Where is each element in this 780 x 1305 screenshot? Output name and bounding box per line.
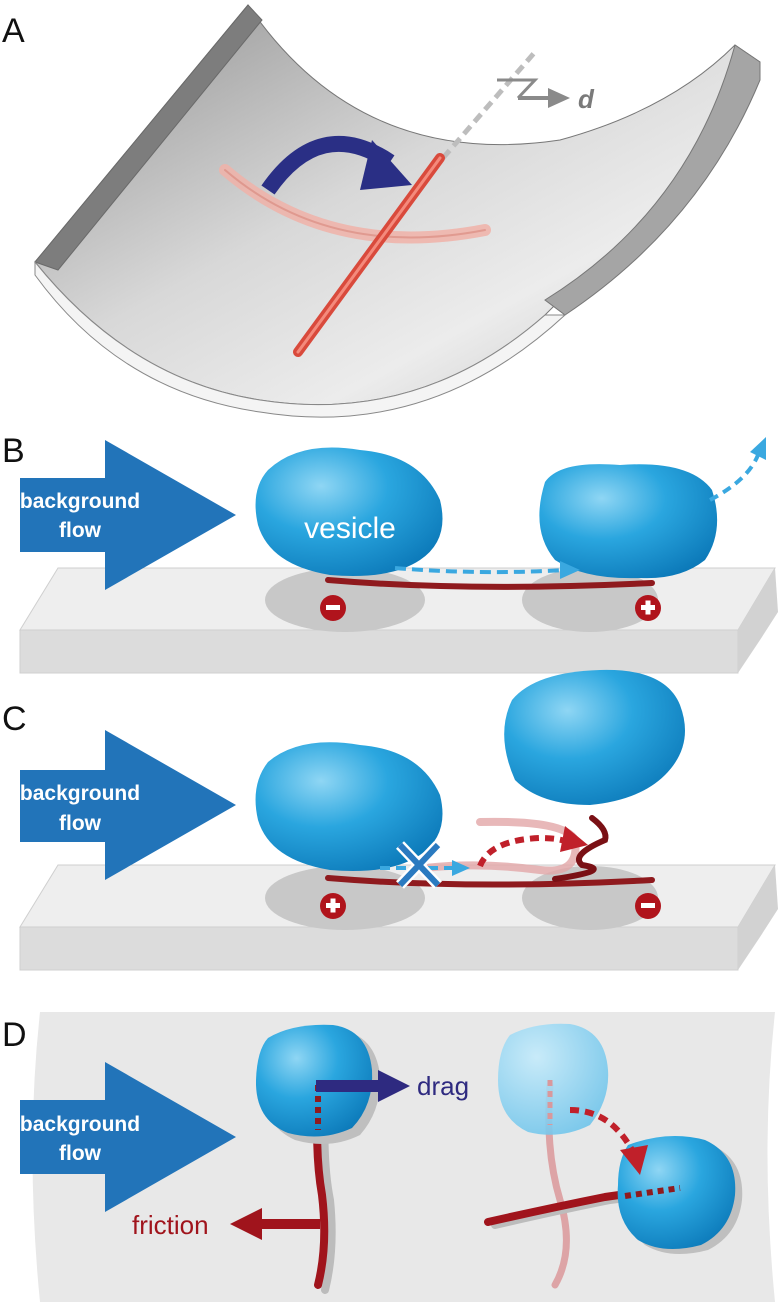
vesicle-d2-ghost bbox=[498, 1023, 609, 1135]
flow-label-d-line2: flow bbox=[59, 1142, 102, 1165]
vesicle-c1 bbox=[255, 742, 443, 871]
walking-arrow bbox=[394, 566, 566, 575]
background-flow-arrow-c bbox=[20, 730, 236, 880]
walking-arrowhead bbox=[560, 561, 580, 579]
background-flow-arrow bbox=[20, 440, 236, 590]
drag-label: drag bbox=[417, 1071, 469, 1101]
flow-label-line2: flow bbox=[59, 519, 102, 542]
displacement-label: d bbox=[578, 84, 595, 114]
block-x-icon bbox=[396, 841, 442, 889]
displacement-arrowhead bbox=[548, 88, 570, 108]
microtubule-c bbox=[325, 875, 655, 888]
axis-dashed-line bbox=[441, 50, 537, 160]
panel-c-label: C bbox=[2, 700, 27, 738]
vesicle-label: vesicle bbox=[304, 512, 396, 545]
plus-end-marker bbox=[635, 595, 661, 621]
drag-arrowhead bbox=[378, 1070, 410, 1102]
panel-a: A d bbox=[2, 4, 761, 418]
vesicle-shadow-c2 bbox=[522, 866, 658, 930]
microtubule-buckle bbox=[552, 815, 609, 882]
background-flow-arrow-d bbox=[20, 1062, 236, 1212]
substrate-end bbox=[738, 568, 778, 673]
curved-sheet bbox=[34, 4, 761, 406]
vesicle-2 bbox=[539, 464, 718, 579]
panel-c: C background flow bbox=[2, 669, 778, 971]
panel-a-label: A bbox=[2, 12, 25, 50]
microtubule bbox=[325, 577, 655, 590]
vesicle-shadow-1 bbox=[265, 568, 425, 632]
flow-label-d-line1: background bbox=[20, 1113, 140, 1136]
rotation-arrowhead bbox=[360, 140, 412, 190]
substrate-front-c bbox=[19, 926, 739, 971]
detach-arrow bbox=[709, 454, 760, 502]
vesicle-shadow-c1 bbox=[265, 866, 425, 930]
vesicle-d1 bbox=[255, 1024, 373, 1137]
sheet-left-edge bbox=[34, 4, 263, 271]
panel-b-label: B bbox=[2, 432, 25, 470]
buckle-arrow bbox=[477, 834, 575, 868]
displacement-arrowhead-d bbox=[620, 1145, 648, 1175]
flow-label-c-line1: background bbox=[20, 782, 140, 805]
microtubule-ghost bbox=[421, 817, 580, 875]
minus-end-marker-c bbox=[635, 893, 661, 919]
vesicle-c2 bbox=[504, 669, 685, 805]
displacement-arrow-d bbox=[569, 1107, 635, 1152]
buckle-arrowhead bbox=[560, 826, 588, 852]
vesicle-1 bbox=[255, 447, 443, 576]
flow-label-line1: background bbox=[20, 490, 140, 513]
friction-label: friction bbox=[132, 1210, 209, 1240]
panel-b: B background flow vesicle bbox=[2, 432, 778, 674]
panel-d-label: D bbox=[2, 1016, 27, 1054]
sheet-bottom-face bbox=[34, 260, 567, 418]
minus-end-marker bbox=[320, 595, 346, 621]
microtubule-inside-right bbox=[624, 1185, 681, 1199]
vesicle-d2 bbox=[617, 1136, 736, 1249]
blocked-arrowhead bbox=[452, 860, 470, 876]
substrate-end-c bbox=[738, 865, 778, 970]
plus-end-marker-c bbox=[320, 893, 346, 919]
panel-d: D background flow drag friction bbox=[2, 1012, 775, 1302]
detach-arrowhead bbox=[750, 437, 766, 460]
curved-rod-ghost-outline bbox=[224, 169, 486, 239]
substrate-front bbox=[19, 629, 739, 674]
flow-label-c-line2: flow bbox=[59, 812, 102, 835]
straight-rod-highlight bbox=[296, 156, 442, 354]
displacement-zigzag bbox=[497, 78, 539, 100]
friction-arrowhead bbox=[230, 1208, 262, 1240]
